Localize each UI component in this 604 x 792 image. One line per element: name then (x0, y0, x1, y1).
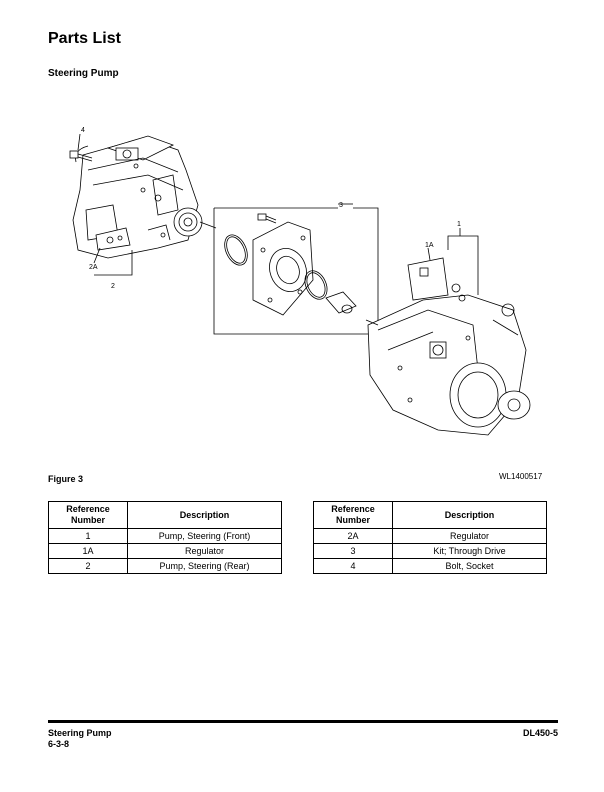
header-reference-number: Reference Number (313, 501, 393, 529)
cell-reference: 2A (313, 528, 393, 544)
parts-table-right: Reference Number Description 2A Regulato… (313, 501, 547, 574)
table-row: 2 Pump, Steering (Rear) (48, 558, 282, 574)
table-row: 3 Kit; Through Drive (313, 543, 547, 559)
rear-pump-illustration (72, 135, 217, 259)
table-row: 1A Regulator (48, 543, 282, 559)
cell-description: Pump, Steering (Rear) (127, 558, 282, 574)
callout-4: 4 (81, 127, 85, 134)
cell-reference: 3 (313, 543, 393, 559)
header-description: Description (127, 501, 282, 529)
through-drive-kit-box (213, 207, 379, 335)
page-title: Parts List (48, 30, 121, 47)
parts-table-left: Reference Number Description 1 Pump, Ste… (48, 501, 282, 574)
footer-section-name: Steering Pump (48, 728, 112, 738)
cell-description: Kit; Through Drive (392, 543, 547, 559)
table-header-row: Reference Number Description (313, 501, 547, 529)
cell-description: Pump, Steering (Front) (127, 528, 282, 544)
callout-1: 1 (457, 221, 461, 228)
cell-description: Bolt, Socket (392, 558, 547, 574)
header-reference-number: Reference Number (48, 501, 128, 529)
figure-id: WL1400517 (499, 472, 543, 481)
header-description: Description (392, 501, 547, 529)
table-row: 2A Regulator (313, 528, 547, 544)
footer-left: Steering Pump 6-3-8 (48, 728, 112, 750)
exploded-view-figure: 4 3 1 1A 2A 2 (48, 110, 558, 450)
footer-divider (48, 720, 558, 723)
cell-reference: 1 (48, 528, 128, 544)
footer-page-number: 6-3-8 (48, 739, 70, 749)
callout-1a: 1A (425, 242, 434, 249)
table-header-row: Reference Number Description (48, 501, 282, 529)
front-pump-illustration (365, 257, 531, 436)
cell-reference: 1A (48, 543, 128, 559)
footer-model: DL450-5 (522, 728, 558, 738)
cell-reference: 4 (313, 558, 393, 574)
cell-description: Regulator (392, 528, 547, 544)
table-row: 1 Pump, Steering (Front) (48, 528, 282, 544)
callout-2a: 2A (89, 264, 98, 271)
callout-3: 3 (339, 202, 343, 209)
table-row: 4 Bolt, Socket (313, 558, 547, 574)
figure-caption: Figure 3 (48, 474, 84, 484)
cell-description: Regulator (127, 543, 282, 559)
cell-reference: 2 (48, 558, 128, 574)
socket-bolt-illustration (69, 150, 93, 162)
section-subtitle: Steering Pump (48, 68, 119, 79)
callout-2: 2 (111, 283, 115, 290)
